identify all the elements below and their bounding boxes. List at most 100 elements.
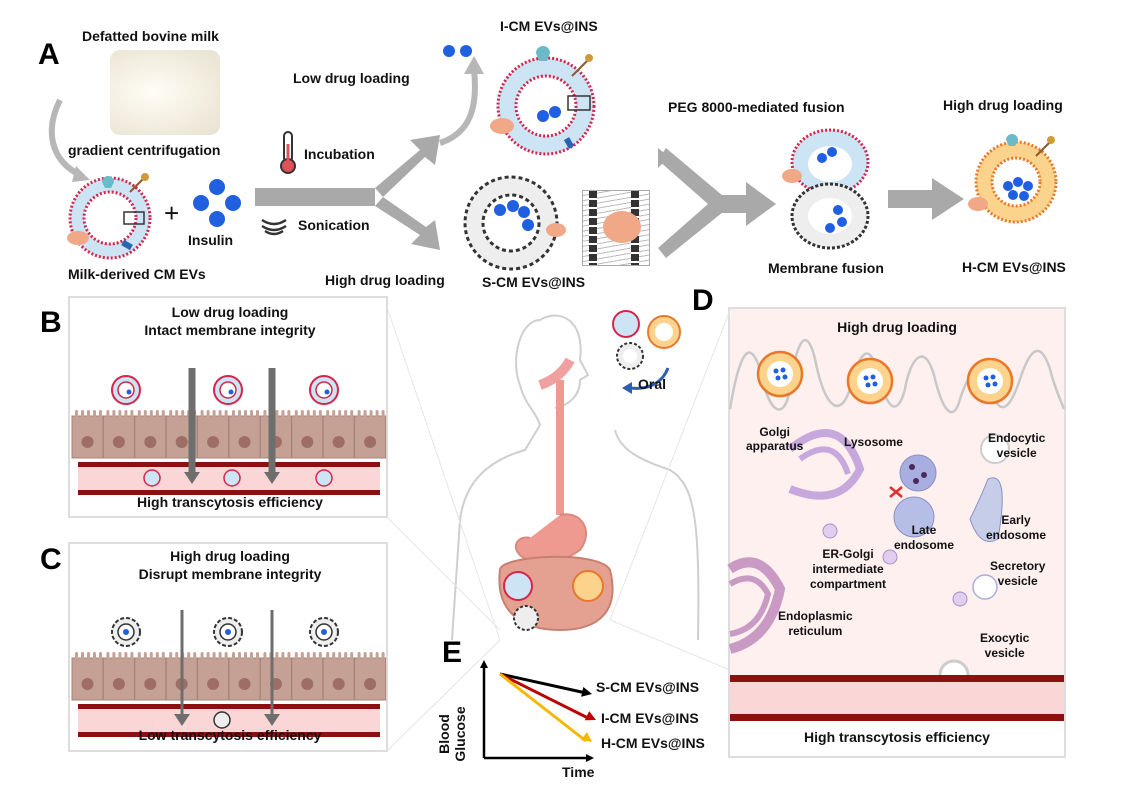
panel-b-letter: B bbox=[40, 306, 62, 339]
human-body bbox=[451, 314, 700, 641]
cell-nucleus bbox=[332, 678, 345, 690]
fusion-ev bbox=[782, 128, 870, 250]
panel-c-footer: Low transcytosis efficiency bbox=[138, 727, 322, 743]
cell-nucleus bbox=[81, 436, 94, 448]
endocytic-label-1: Endocytic bbox=[988, 431, 1046, 445]
cell-nucleus bbox=[238, 678, 251, 690]
cell-nucleus bbox=[301, 436, 314, 448]
series-arrowhead-0 bbox=[581, 686, 592, 697]
panel-d-footer: High transcytosis efficiency bbox=[804, 729, 990, 745]
fusion-label: PEG 8000-mediated fusion bbox=[668, 99, 845, 115]
panel-d-letter: D bbox=[692, 284, 714, 317]
early-endosome-label-1: Early bbox=[1001, 513, 1031, 527]
icm-label: I-CM EVs@INS bbox=[500, 18, 598, 34]
series-arrowhead-1 bbox=[584, 711, 596, 721]
high-loading-result-label: High drug loading bbox=[943, 97, 1063, 113]
split-arrow bbox=[255, 135, 440, 250]
golgi-label: Golgi apparatus bbox=[746, 425, 803, 453]
e-legend-0: S-CM EVs@INS bbox=[596, 679, 700, 695]
e-legend-1: I-CM EVs@INS bbox=[601, 710, 699, 726]
oral-label: Oral bbox=[638, 376, 667, 392]
transport-vesicle bbox=[952, 591, 968, 607]
milk-cm-ev bbox=[67, 173, 152, 260]
secretory-vesicle bbox=[972, 574, 998, 600]
panel-b-footer: High transcytosis efficiency bbox=[137, 494, 323, 510]
insulin-icon bbox=[193, 179, 241, 227]
golgi-label-1: Golgi bbox=[759, 425, 791, 439]
cell-nucleus bbox=[207, 436, 220, 448]
ev-label: Milk-derived CM EVs bbox=[68, 266, 206, 282]
oral-evs bbox=[612, 310, 681, 370]
late-endosome-label: Late endosome bbox=[894, 523, 954, 553]
epithelium bbox=[71, 368, 387, 495]
er-label-2: reticulum bbox=[788, 624, 843, 638]
panel-b-title-1: Low drug loading bbox=[171, 304, 289, 320]
transcytosed-ev bbox=[213, 711, 231, 729]
low-loading-arrow bbox=[438, 56, 484, 146]
cell-nucleus bbox=[81, 678, 94, 690]
endocytic-label: Endocytic vesicle bbox=[988, 431, 1045, 461]
hcm-ev bbox=[968, 134, 1058, 224]
panel-e-letter: E bbox=[442, 636, 463, 669]
panel-c: High drug loading Disrupt membrane integ… bbox=[68, 542, 388, 752]
cell-nucleus bbox=[364, 436, 377, 448]
series-line-1 bbox=[499, 672, 591, 721]
series-line-0 bbox=[499, 672, 587, 695]
membrane-zoom-inset bbox=[582, 190, 650, 266]
cell-nucleus bbox=[144, 436, 157, 448]
insulin-label: Insulin bbox=[188, 232, 234, 248]
late-endosome bbox=[893, 496, 935, 538]
cell-nucleus bbox=[301, 678, 314, 690]
series-arrowhead-2 bbox=[580, 732, 592, 742]
exocytic-label: Exocytic vesicle bbox=[980, 631, 1029, 661]
panel-c-title-2: Disrupt membrane integrity bbox=[138, 566, 322, 582]
lysosome bbox=[899, 454, 937, 492]
e-legend-2: H-CM EVs@INS bbox=[601, 735, 705, 751]
cell-nucleus bbox=[332, 436, 345, 448]
plus-sign: + bbox=[164, 198, 180, 228]
transcytosed-ev bbox=[143, 469, 161, 487]
cell-nucleus bbox=[175, 436, 188, 448]
early-endosome-label: Early endosome bbox=[986, 513, 1046, 543]
ergic-label-1: ER-Golgi bbox=[822, 547, 874, 561]
cell-nucleus bbox=[144, 678, 157, 690]
milk-image bbox=[110, 50, 220, 135]
panel-d-title: High drug loading bbox=[837, 319, 957, 335]
endoplasmic-reticulum bbox=[727, 557, 786, 654]
scm-ev bbox=[463, 175, 566, 271]
lysosome-label: Lysosome bbox=[844, 435, 903, 449]
icm-ev bbox=[490, 46, 596, 156]
early-endosome bbox=[969, 477, 1003, 542]
ergic-label: ER-Golgi intermediate compartment bbox=[810, 547, 886, 592]
ergic-label-2: intermediate bbox=[812, 562, 884, 576]
cell-nucleus bbox=[364, 678, 377, 690]
right-arrow bbox=[888, 178, 964, 220]
merge-arrow bbox=[658, 148, 776, 258]
blocked-x-icon bbox=[889, 486, 903, 498]
cell-nucleus bbox=[207, 678, 220, 690]
connector-lines bbox=[387, 309, 731, 751]
er-label: Endoplasmic reticulum bbox=[778, 609, 853, 639]
scm-label: S-CM EVs@INS bbox=[482, 274, 586, 290]
cell-nucleus bbox=[112, 678, 125, 690]
process-label: gradient centrifugation bbox=[68, 142, 221, 158]
transport-vesicle bbox=[822, 523, 838, 539]
er-label-1: Endoplasmic bbox=[778, 609, 853, 623]
thermometer-icon bbox=[280, 131, 296, 174]
two-insulin-icon bbox=[443, 45, 472, 57]
golgi-apparatus bbox=[787, 429, 865, 500]
oral-arrow bbox=[622, 367, 670, 394]
golgi-label-2: apparatus bbox=[746, 439, 804, 453]
cell-nucleus bbox=[238, 436, 251, 448]
blood-vessel bbox=[730, 675, 1064, 721]
panel-b-title-2: Intact membrane integrity bbox=[144, 322, 316, 338]
exocytic-label-2: vesicle bbox=[984, 646, 1025, 660]
panel-b: Low drug loading Intact membrane integri… bbox=[68, 296, 388, 518]
ergic-label-3: compartment bbox=[810, 577, 887, 591]
curved-arrow bbox=[48, 98, 90, 182]
sonication-icon bbox=[261, 218, 287, 236]
panel-a-letter: A bbox=[38, 38, 60, 71]
endocytic-label-2: vesicle bbox=[996, 446, 1037, 460]
glucose-chart bbox=[480, 660, 596, 762]
membrane-fusion-label: Membrane fusion bbox=[768, 260, 884, 276]
